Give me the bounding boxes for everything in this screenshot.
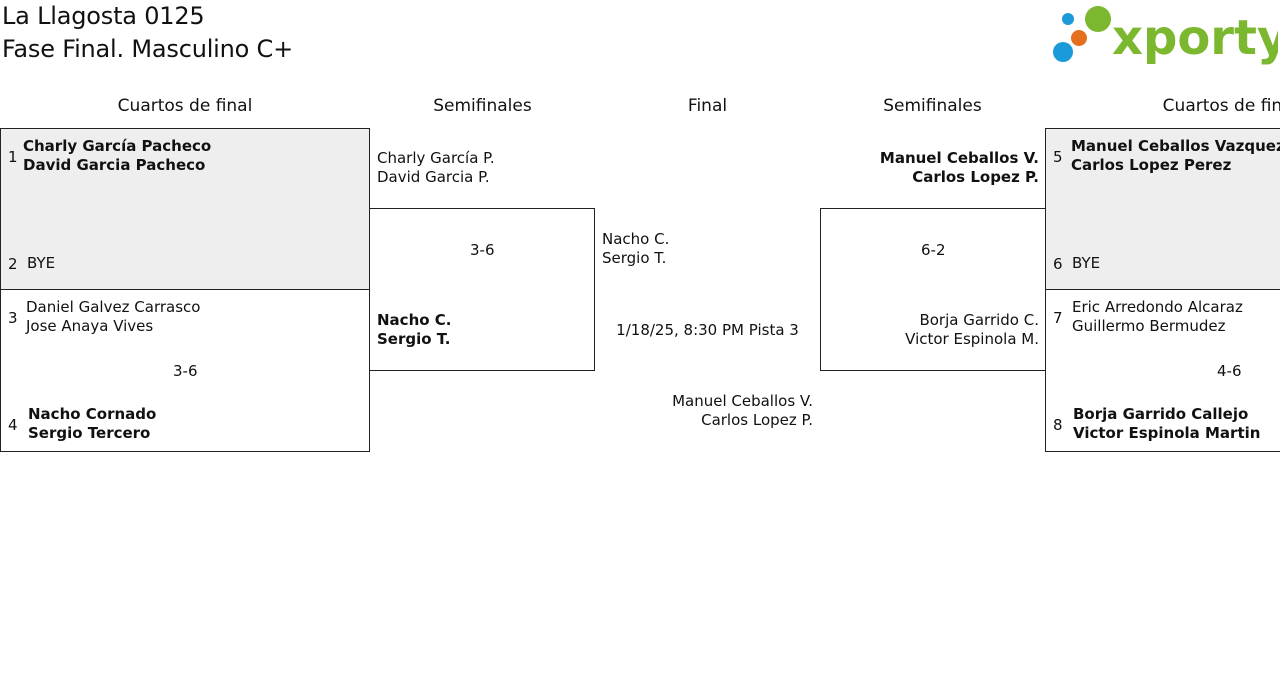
player-name: Charly García Pacheco — [23, 137, 212, 155]
bracket-subtitle: Fase Final. Masculino C+ — [2, 35, 294, 63]
team-name: Manuel Ceballos V. — [672, 392, 813, 410]
player-name: Sergio Tercero — [28, 424, 151, 442]
team-name: David Garcia P. — [377, 168, 490, 186]
right-qf-match-1[interactable]: 5 Manuel Ceballos Vazquez Carlos Lopez P… — [1045, 128, 1280, 290]
right-sf-match[interactable]: 6-2 Borja Garrido C. Victor Espinola M. — [820, 208, 1046, 371]
right-qf-match-2[interactable]: 7 Eric Arredondo Alcaraz Guillermo Bermu… — [1045, 289, 1280, 452]
player-name: Manuel Ceballos Vazquez — [1071, 137, 1280, 155]
seed-number: 8 — [1053, 416, 1063, 434]
match-score: 3-6 — [173, 362, 198, 380]
player-name: Jose Anaya Vives — [26, 317, 154, 335]
seed-number: 7 — [1053, 309, 1063, 327]
seed-number: 1 — [8, 148, 18, 166]
player-name: Victor Espinola Martin — [1073, 424, 1261, 442]
team-name: Victor Espinola M. — [905, 330, 1039, 348]
player-name: Borja Garrido Callejo — [1073, 405, 1249, 423]
logo-dot-blue-large — [1053, 42, 1073, 62]
col-header-final: Final — [687, 96, 728, 116]
col-header-left-semis: Semifinales — [433, 96, 532, 116]
seed-number: 6 — [1053, 255, 1063, 273]
team-name: Manuel Ceballos V. — [879, 149, 1039, 167]
col-header-left-quarters: Cuartos de final — [117, 96, 253, 116]
player-name: Eric Arredondo Alcaraz — [1072, 298, 1243, 316]
logo-text: xporty — [1112, 10, 1278, 66]
left-qf-match-2[interactable]: 3 Daniel Galvez Carrasco Jose Anaya Vive… — [0, 289, 370, 452]
col-header-right-quarters: Cuartos de final — [1162, 96, 1280, 116]
seed-number: 2 — [8, 255, 18, 273]
team-name: Sergio T. — [377, 330, 451, 348]
seed-number: 3 — [8, 309, 18, 327]
team-name: Borja Garrido C. — [919, 311, 1039, 329]
left-qf-match-1[interactable]: 1 Charly García Pacheco David Garcia Pac… — [0, 128, 370, 290]
team-name: Nacho C. — [377, 311, 452, 329]
logo-dot-blue — [1062, 13, 1074, 25]
tournament-title: La Llagosta 0125 — [2, 2, 205, 30]
seed-number: 4 — [8, 416, 18, 434]
player-name: David Garcia Pacheco — [23, 156, 206, 174]
player-name: Carlos Lopez Perez — [1071, 156, 1232, 174]
col-header-right-semis: Semifinales — [883, 96, 982, 116]
final-schedule: 1/18/25, 8:30 PM Pista 3 — [616, 321, 799, 339]
seed-number: 5 — [1053, 148, 1063, 166]
player-name: Daniel Galvez Carrasco — [26, 298, 201, 316]
bye-label: BYE — [27, 254, 56, 272]
team-name: Carlos Lopez P. — [701, 411, 813, 429]
match-score: 6-2 — [921, 241, 946, 259]
match-score: 3-6 — [470, 241, 495, 259]
bye-label: BYE — [1072, 254, 1101, 272]
match-score: 4-6 — [1217, 362, 1242, 380]
player-name: Nacho Cornado — [28, 405, 157, 423]
team-name: Sergio T. — [602, 249, 667, 267]
logo-dot-orange — [1071, 30, 1087, 46]
logo-dot-green — [1085, 6, 1111, 32]
team-name: Carlos Lopez P. — [912, 168, 1039, 186]
team-name: Nacho C. — [602, 230, 670, 248]
left-sf-match[interactable]: 3-6 Nacho C. Sergio T. — [369, 208, 595, 371]
xporty-logo: xporty — [1050, 4, 1280, 68]
player-name: Guillermo Bermudez — [1072, 317, 1226, 335]
team-name: Charly García P. — [377, 149, 495, 167]
